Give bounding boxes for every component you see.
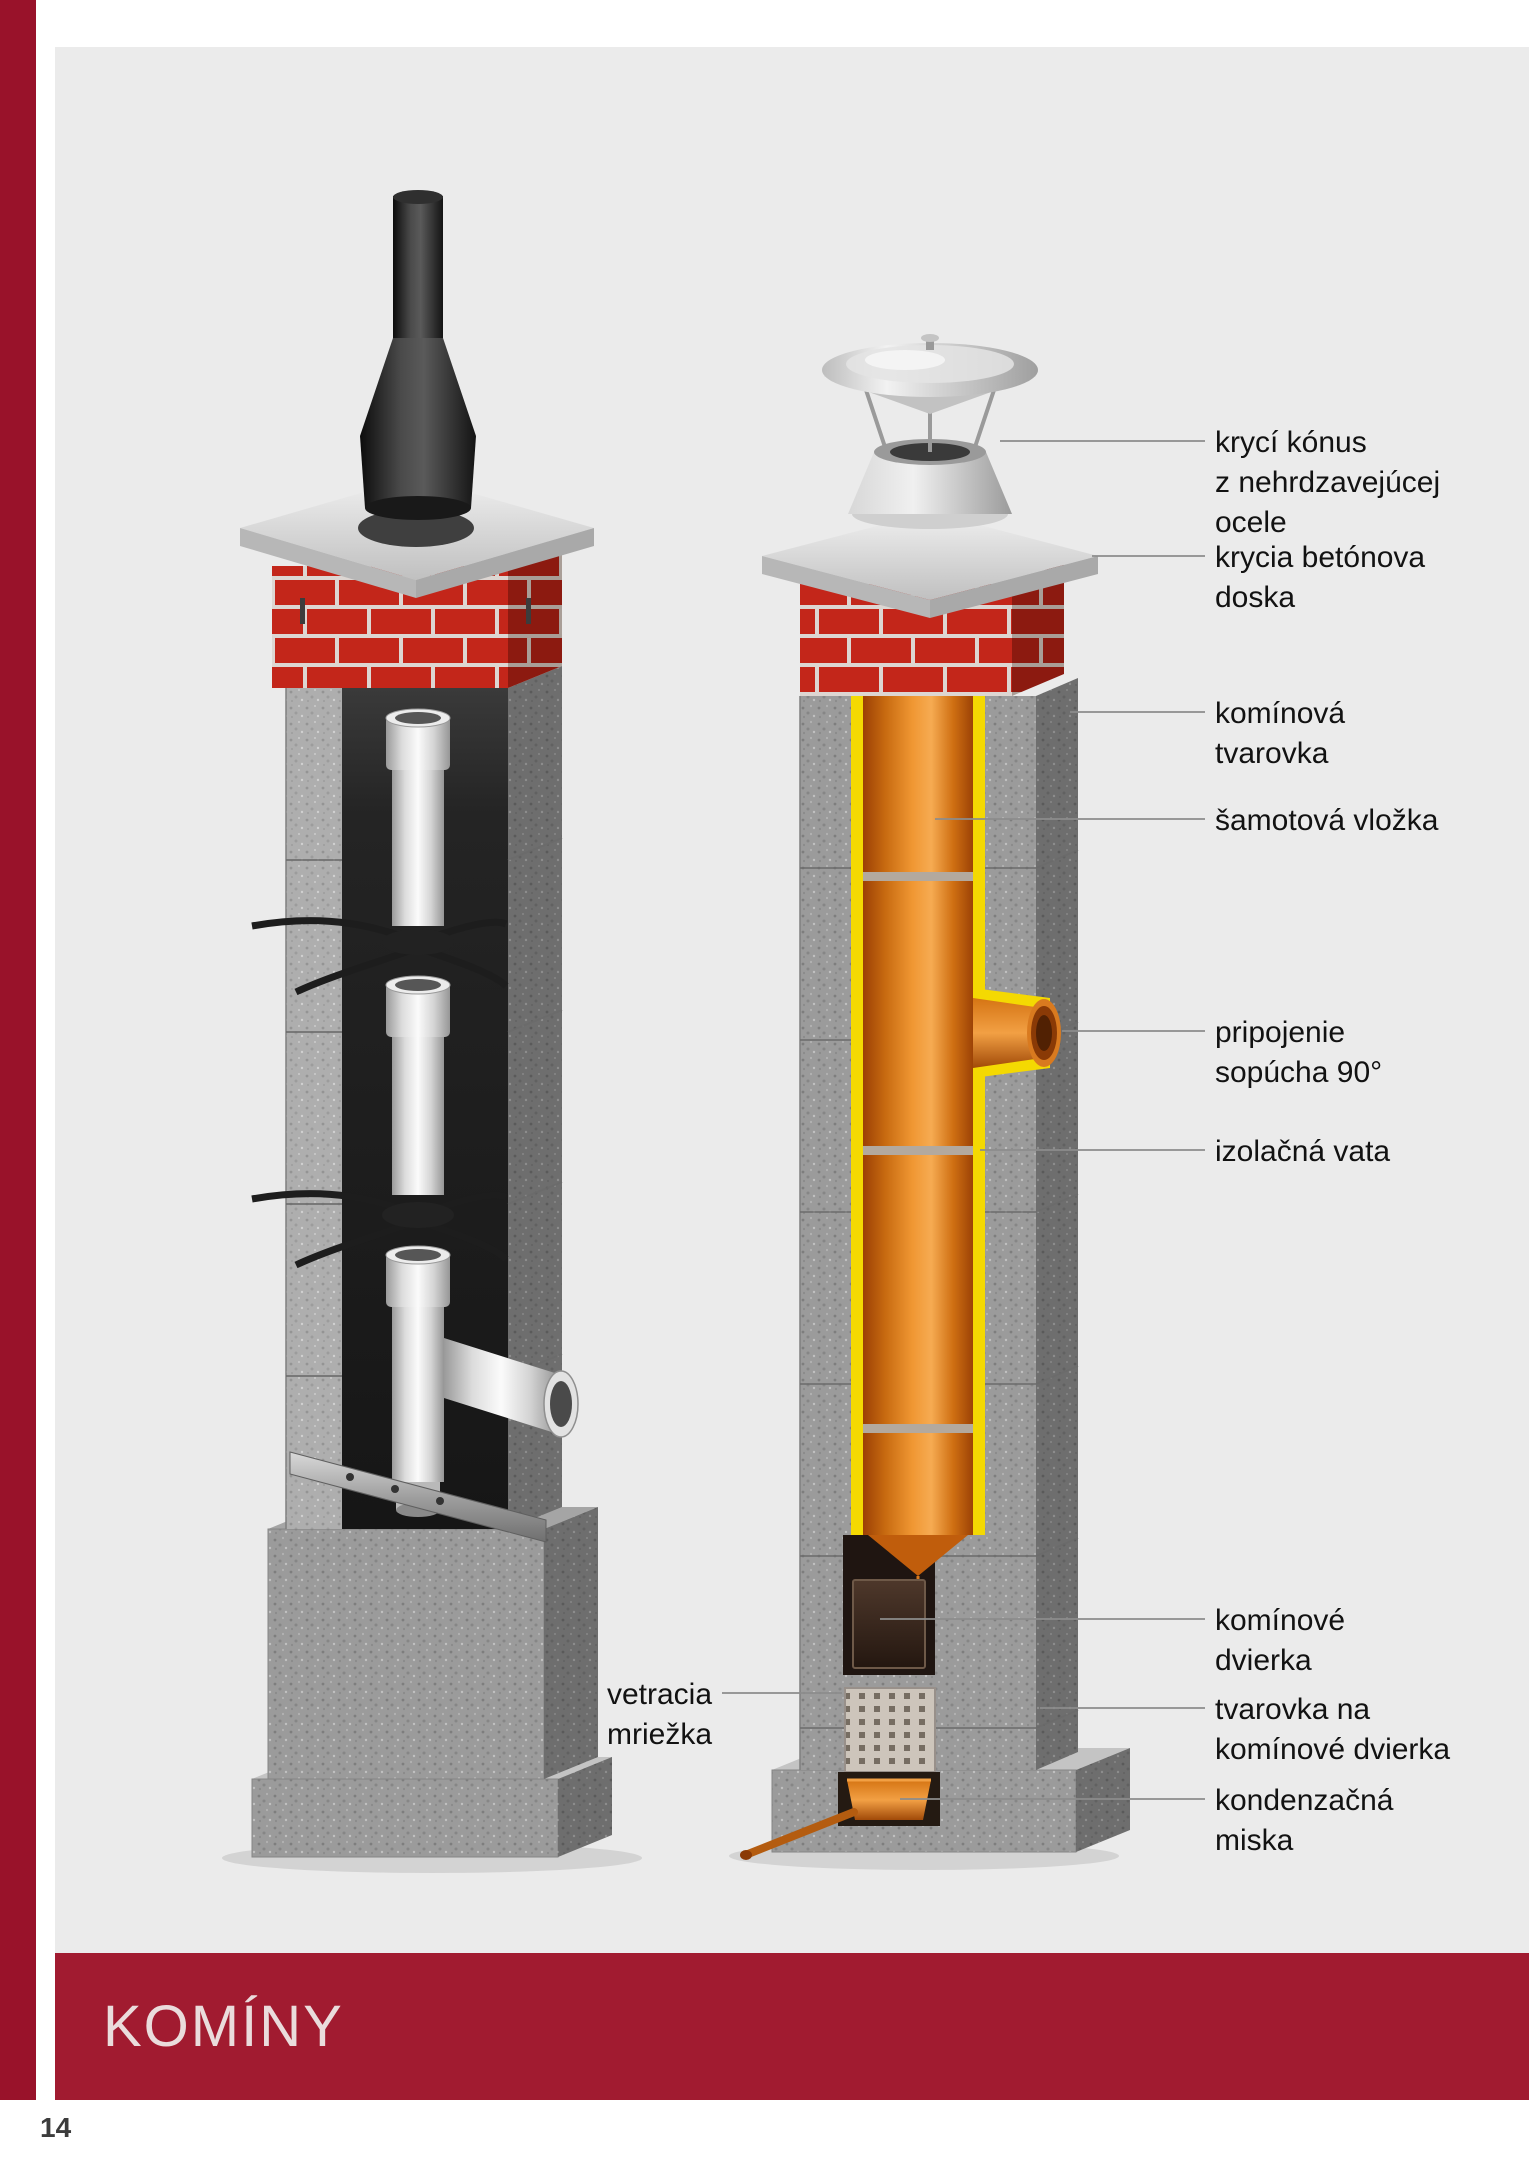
concrete-cover-plate — [762, 512, 1098, 618]
callout-vetracia-mriezka: vetracia mriežka — [606, 1678, 712, 1751]
left-chimney-cutaway — [222, 190, 642, 1873]
callout-izolacna-vata: izolačná vata — [1215, 1135, 1391, 1168]
insulation-layer-left — [851, 696, 863, 1535]
mounting-rail — [289, 1451, 547, 1543]
cover-plate — [240, 477, 594, 624]
drain-tube — [744, 1808, 858, 1858]
condensate-pan — [740, 1772, 940, 1860]
clay-liner — [863, 696, 973, 1535]
callout-kominove-dvierka: komínové dvierka — [1215, 1604, 1346, 1677]
callout-kryci-konus: krycí kónus z nehrdzavejúcej ocele — [1215, 426, 1441, 539]
callout-samotova-vlozka: šamotová vložka — [1215, 804, 1439, 837]
flue-connection-socket — [973, 988, 1061, 1078]
footer-banner: KOMÍNY — [55, 1953, 1529, 2100]
ceramic-liner-pipes — [251, 708, 579, 1543]
callout-pripojenie-sopucha: pripojenie sopúcha 90° — [1215, 1016, 1383, 1089]
leader-lines — [722, 440, 1205, 1800]
ventilation-grille — [844, 1687, 936, 1773]
chimney-door — [852, 1579, 926, 1669]
page-number: 14 — [40, 2112, 72, 2143]
callout-krycia-betonova-doska: krycia betónova doska — [1215, 541, 1426, 614]
tee-side-outlet — [444, 1338, 558, 1434]
black-cap — [360, 190, 476, 520]
callout-kondenzacna-miska: kondenzačná miska — [1215, 1784, 1394, 1857]
left-accent-strip — [0, 0, 36, 2100]
chimney-door-zone — [843, 1535, 968, 1675]
stainless-cone-cap — [822, 334, 1038, 529]
right-chimney-section — [729, 334, 1130, 1870]
insulation-layer-right — [973, 696, 985, 1535]
page-title: KOMÍNY — [103, 1994, 344, 2059]
callout-tvarovka-na-kominove-dvierka: tvarovka na komínové dvierka — [1215, 1693, 1451, 1766]
callout-kominova-tvarovka: komínová tvarovka — [1215, 697, 1346, 770]
